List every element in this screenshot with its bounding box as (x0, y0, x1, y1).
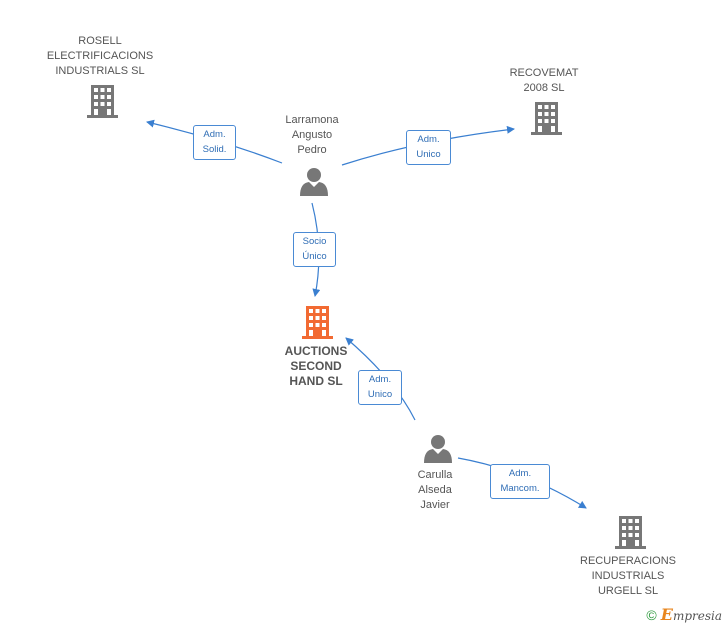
brand-logo-text: mpresia (672, 609, 722, 623)
label-line: HAND SL (289, 374, 343, 388)
brand-logo-initial: E (660, 605, 673, 624)
label-line: INDUSTRIALS (591, 570, 665, 582)
copyright-symbol: © (646, 607, 657, 623)
role-box-adm-mancom: Adm. Mancom. (490, 464, 550, 499)
role-text: Solid. (202, 144, 227, 155)
label-line: Carulla (417, 469, 453, 481)
label-line: AUCTIONS (284, 344, 348, 358)
label-line: URGELL SL (597, 585, 659, 597)
person-icon (300, 168, 328, 196)
role-text: Mancom. (500, 483, 540, 494)
role-text: Adm. (368, 374, 392, 385)
person-icon (424, 435, 452, 463)
label-line: Larramona (285, 114, 339, 126)
person-label-larramona[interactable]: Larramona Angusto Pedro (262, 113, 362, 158)
building-icon (87, 85, 118, 118)
role-box-adm-unico-recovemat: Adm. Unico (406, 130, 451, 165)
label-line: SECOND (290, 359, 342, 373)
role-text: Adm. (508, 468, 532, 479)
role-text: Adm. (417, 134, 440, 145)
role-box-adm-unico-auctions: Adm. Unico (358, 370, 402, 405)
label-line: Alseda (418, 484, 452, 496)
label-line: 2008 SL (523, 82, 565, 94)
label-line: RECUPERACIONS (580, 555, 676, 567)
label-line: Angusto (291, 129, 333, 141)
label-line: Pedro (297, 144, 327, 156)
building-icon (302, 306, 333, 339)
label-line: INDUSTRIALS SL (55, 65, 145, 77)
building-icon (615, 516, 646, 549)
company-label-recuperacions[interactable]: RECUPERACIONS INDUSTRIALS URGELL SL (572, 554, 684, 599)
company-label-auctions[interactable]: AUCTIONS SECOND HAND SL (266, 344, 366, 389)
role-text: Unico (367, 389, 393, 400)
role-text: Adm. (203, 129, 226, 140)
label-line: Javier (420, 499, 450, 511)
company-label-recovemat[interactable]: RECOVEMAT 2008 SL (494, 66, 594, 96)
role-box-adm-solid: Adm. Solid. (193, 125, 236, 160)
role-text: Unico (416, 149, 441, 160)
label-line: ELECTRIFICACIONS (46, 50, 154, 62)
role-text: Único (302, 251, 327, 262)
company-label-rosell[interactable]: ROSELL ELECTRIFICACIONS INDUSTRIALS SL (36, 34, 164, 79)
label-line: RECOVEMAT (509, 67, 579, 79)
person-label-carulla[interactable]: Carulla Alseda Javier (385, 468, 485, 513)
role-box-socio-unico: Socio Único (293, 232, 336, 267)
label-line: ROSELL (78, 35, 122, 47)
role-text: Socio (302, 236, 327, 247)
building-icon (531, 102, 562, 135)
brand-footer: ©Empresia (646, 605, 722, 624)
